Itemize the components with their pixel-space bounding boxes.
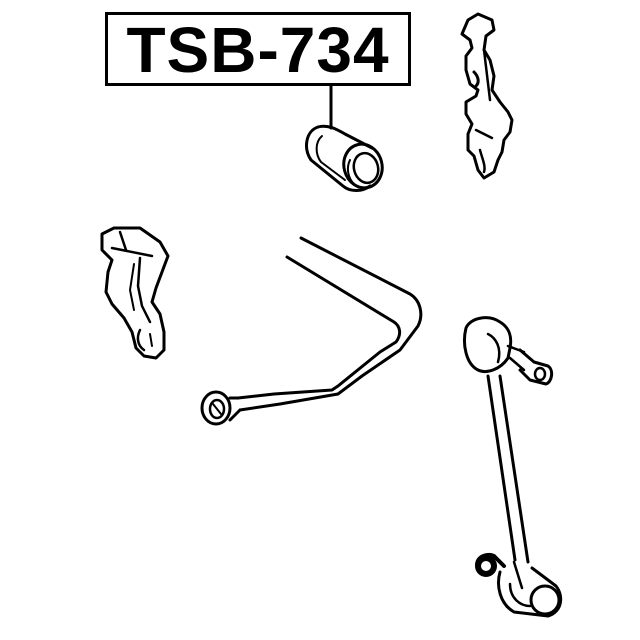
stabilizer-link-part — [463, 316, 563, 618]
bracket-right-part — [460, 12, 514, 180]
stabilizer-bar-part — [200, 236, 423, 426]
bracket-left-part — [100, 226, 170, 360]
bushing-part — [305, 124, 384, 192]
part-number-label: TSB-734 — [105, 12, 411, 86]
part-number-text: TSB-734 — [126, 14, 390, 86]
